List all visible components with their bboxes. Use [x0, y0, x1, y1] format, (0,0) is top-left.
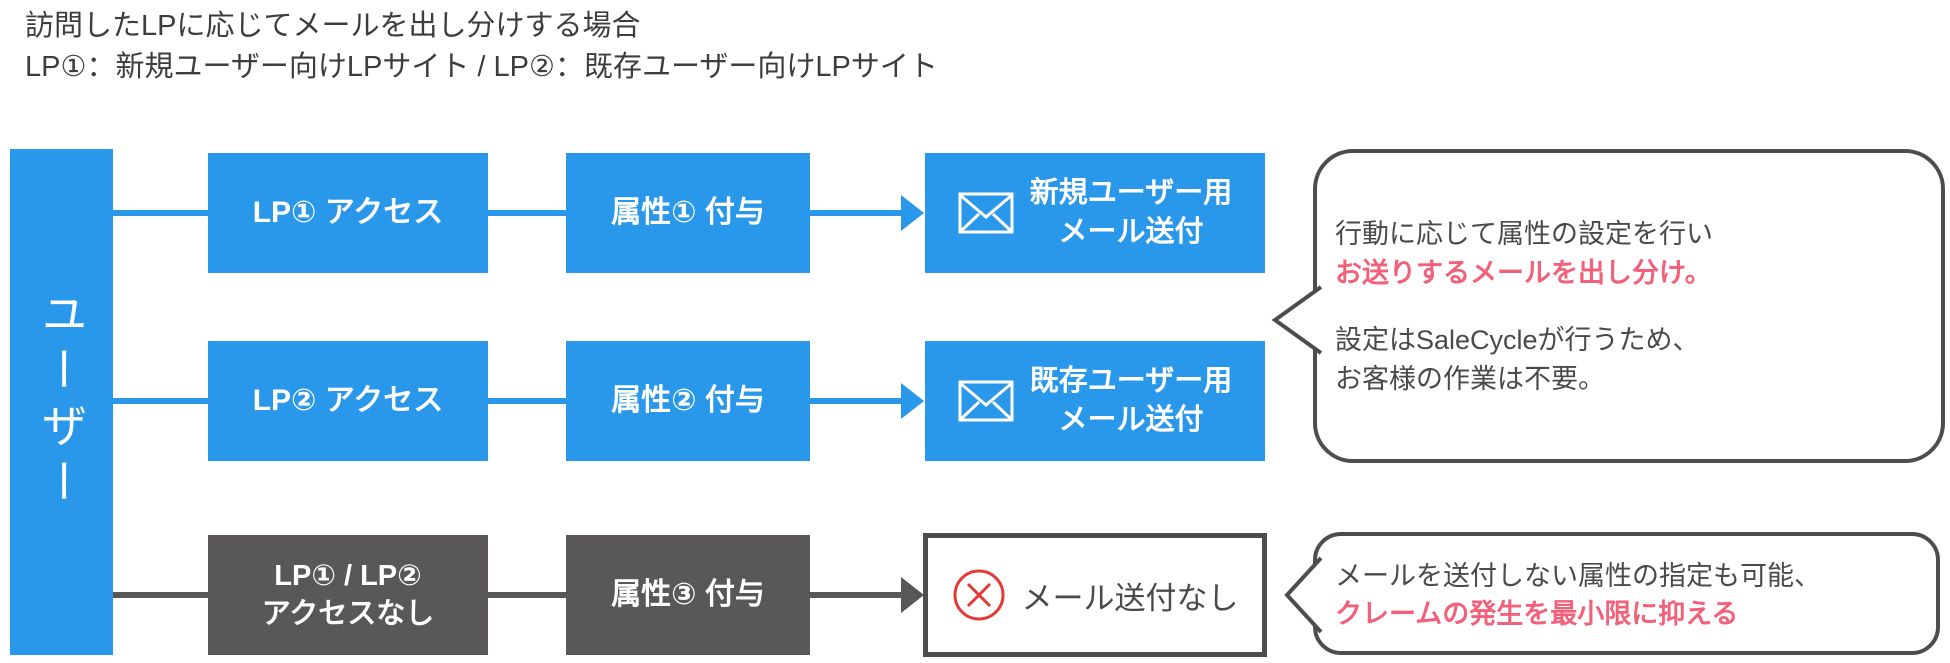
box-attr1: 属性① 付与	[566, 153, 810, 273]
box-attr1-label: 属性① 付与	[611, 196, 765, 229]
box-no-mail-label: メール送付なし	[1021, 580, 1239, 616]
box-lp2-access-label: LP② アクセス	[252, 384, 444, 417]
speech-bubble-no-mail: メールを送付しない属性の指定も可能、 クレームの発生を最小限に抑える	[1284, 532, 1940, 655]
box-attr3: 属性③ 付与	[566, 535, 810, 655]
bubble-no-mail-line2: クレームの発生を最小限に抑える	[1335, 599, 1739, 629]
speech-bubble-mail: 行動に応じて属性の設定を行い お送りするメールを出し分け。 設定はSaleCyc…	[1271, 149, 1945, 463]
connector-attr3-to-nomail	[810, 592, 902, 598]
box-attr2-label: 属性② 付与	[611, 384, 765, 417]
envelope-icon	[958, 380, 1014, 422]
mail-new-line2: メール送付	[1058, 216, 1204, 248]
box-lp1-access: LP① アクセス	[208, 153, 488, 273]
bubble-mail-line1: 行動に応じて属性の設定を行い	[1335, 219, 1713, 249]
mail-new-line1: 新規ユーザー用	[1029, 177, 1233, 209]
connector-user-to-lp1	[113, 210, 208, 216]
box-no-access: LP① / LP② アクセスなし	[208, 535, 488, 655]
arrowhead-row3-icon	[901, 577, 924, 613]
user-bar: ユーザー	[10, 149, 113, 655]
speech-bubble-mail-tail	[1271, 285, 1323, 355]
bubble-mail-line3: 設定はSaleCycleが行うため、	[1335, 325, 1700, 355]
diagram-title: 訪問したLPに応じてメールを出し分けする場合 LP①：新規ユーザー向けLPサイト…	[25, 6, 938, 88]
arrowhead-row1-icon	[901, 195, 924, 231]
box-attr2: 属性② 付与	[566, 341, 810, 461]
box-mail-new-user: 新規ユーザー用 メール送付	[925, 153, 1265, 273]
title-line-1: 訪問したLPに応じてメールを出し分けする場合	[25, 10, 641, 42]
box-lp1-access-label: LP① アクセス	[252, 196, 444, 229]
connector-user-to-lp2	[113, 398, 208, 404]
speech-bubble-no-mail-tail	[1284, 556, 1323, 634]
title-line-2: LP①：新規ユーザー向けLPサイト / LP②：既存ユーザー向けLPサイト	[25, 51, 938, 83]
bubble-mail-line4: お客様の作業は不要。	[1335, 364, 1605, 394]
box-no-access-line1: LP① / LP②	[274, 560, 422, 592]
connector-user-to-noaccess	[113, 592, 208, 598]
bubble-mail-line2: お送りするメールを出し分け。	[1335, 258, 1712, 288]
connector-lp1-to-attr1	[488, 210, 566, 216]
box-attr3-label: 属性③ 付与	[611, 578, 765, 611]
box-no-access-line2: アクセスなし	[261, 598, 435, 630]
box-lp2-access: LP② アクセス	[208, 341, 488, 461]
user-bar-label: ユーザー	[35, 290, 88, 514]
mail-existing-line1: 既存ユーザー用	[1029, 365, 1233, 397]
crossed-circle-icon	[952, 568, 1006, 622]
box-no-mail: メール送付なし	[923, 533, 1267, 657]
connector-attr2-to-mail2	[810, 398, 902, 404]
arrowhead-row2-icon	[901, 383, 924, 419]
connector-attr1-to-mail1	[810, 210, 902, 216]
bubble-no-mail-line1: メールを送付しない属性の指定も可能、	[1335, 561, 1821, 591]
mail-existing-line2: メール送付	[1058, 404, 1204, 436]
connector-noaccess-to-attr3	[488, 592, 566, 598]
connector-lp2-to-attr2	[488, 398, 566, 404]
envelope-icon	[958, 192, 1014, 234]
box-mail-existing-user: 既存ユーザー用 メール送付	[925, 341, 1265, 461]
